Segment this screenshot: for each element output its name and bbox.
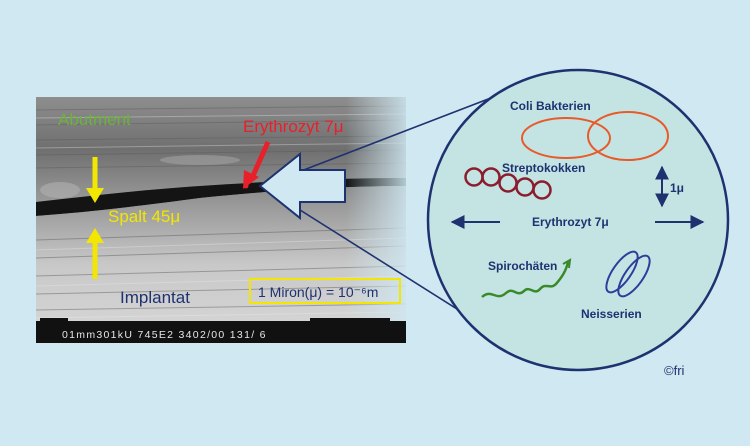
neisseria-shape: [605, 250, 651, 298]
neisserien-label: Neisserien: [581, 307, 642, 321]
strepto-label: Streptokokken: [502, 161, 585, 175]
spirochaeten-label: Spirochäten: [488, 259, 557, 273]
sem-databar: 01mm301kU 745E2 3402/00 131/ 6: [62, 329, 267, 341]
one-micron-label: 1μ: [670, 181, 684, 195]
coli-label: Coli Bakterien: [510, 99, 591, 113]
erythrozyt-label: Erythrozyt 7μ: [243, 117, 344, 136]
erythrozyt-scale-label: Erythrozyt 7μ: [532, 215, 609, 229]
implantat-label: Implantat: [120, 288, 190, 307]
gap-arrows: [86, 157, 104, 279]
streptococci: [464, 167, 552, 200]
erythrozyt-arrow: [243, 140, 271, 189]
scale-note: 1 Miron(μ) = 10⁻⁶m: [258, 284, 378, 300]
copyright-label: ©fri: [664, 363, 685, 378]
sem-image: [36, 97, 406, 343]
scale-note-box: [249, 278, 401, 304]
zoom-pointer-arrow: [258, 151, 346, 221]
abutment-label: Abutment: [58, 110, 131, 129]
spalt-label: Spalt 45μ: [108, 207, 180, 226]
spirochaete-shape: [481, 261, 570, 299]
coli-bacteria: [521, 111, 669, 161]
